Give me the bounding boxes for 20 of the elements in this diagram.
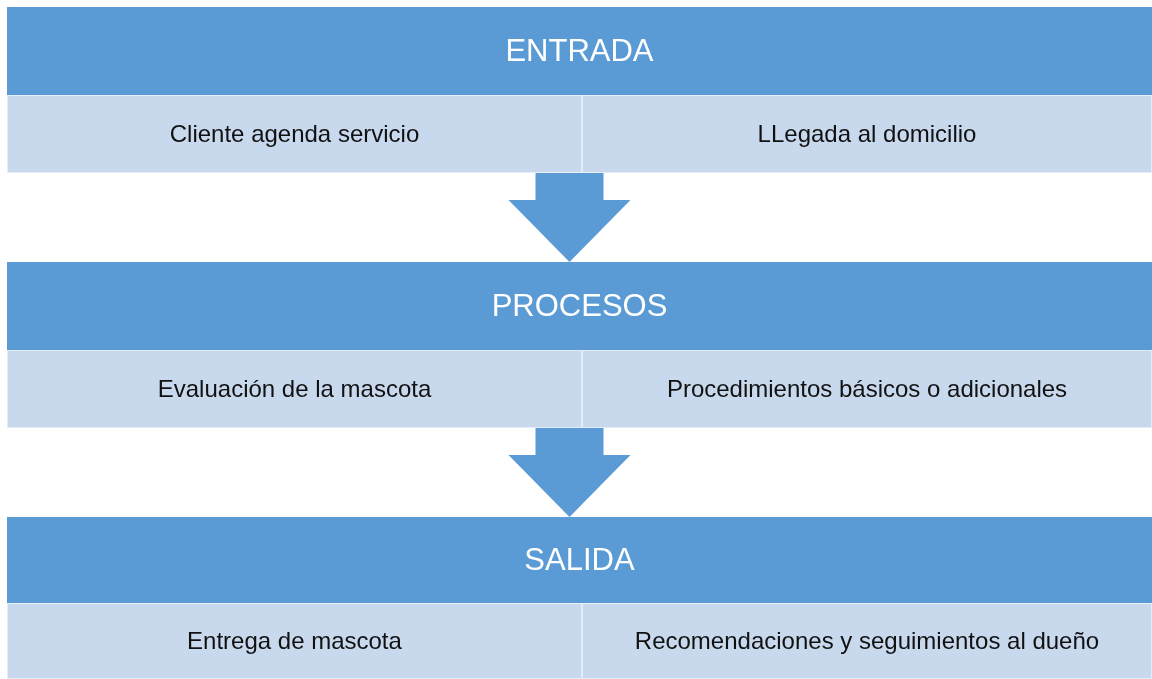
step-box [7, 350, 582, 428]
step-label: Cliente agenda servicio [169, 119, 420, 149]
stage-panel [7, 7, 1152, 173]
step-box [582, 603, 1152, 679]
step-box [582, 95, 1152, 173]
step-box [7, 603, 582, 679]
stage-heading: ENTRADA [505, 33, 654, 69]
step-label: LLegada al domicilio [757, 119, 977, 149]
stage-panel [7, 262, 1152, 428]
stage-heading: PROCESOS [491, 288, 668, 324]
block-arrow [508, 428, 631, 517]
step-label: Entrega de mascota [187, 626, 402, 656]
step-label: Procedimientos básicos o adicionales [666, 374, 1068, 404]
step-box [582, 350, 1152, 428]
step-box [7, 95, 582, 173]
stage-panel [7, 517, 1152, 679]
step-label: Evaluación de la mascota [157, 374, 432, 404]
stage-heading: SALIDA [524, 542, 635, 578]
step-label: Recomendaciones y seguimientos al dueño [634, 626, 1100, 656]
block-arrow [508, 173, 631, 262]
